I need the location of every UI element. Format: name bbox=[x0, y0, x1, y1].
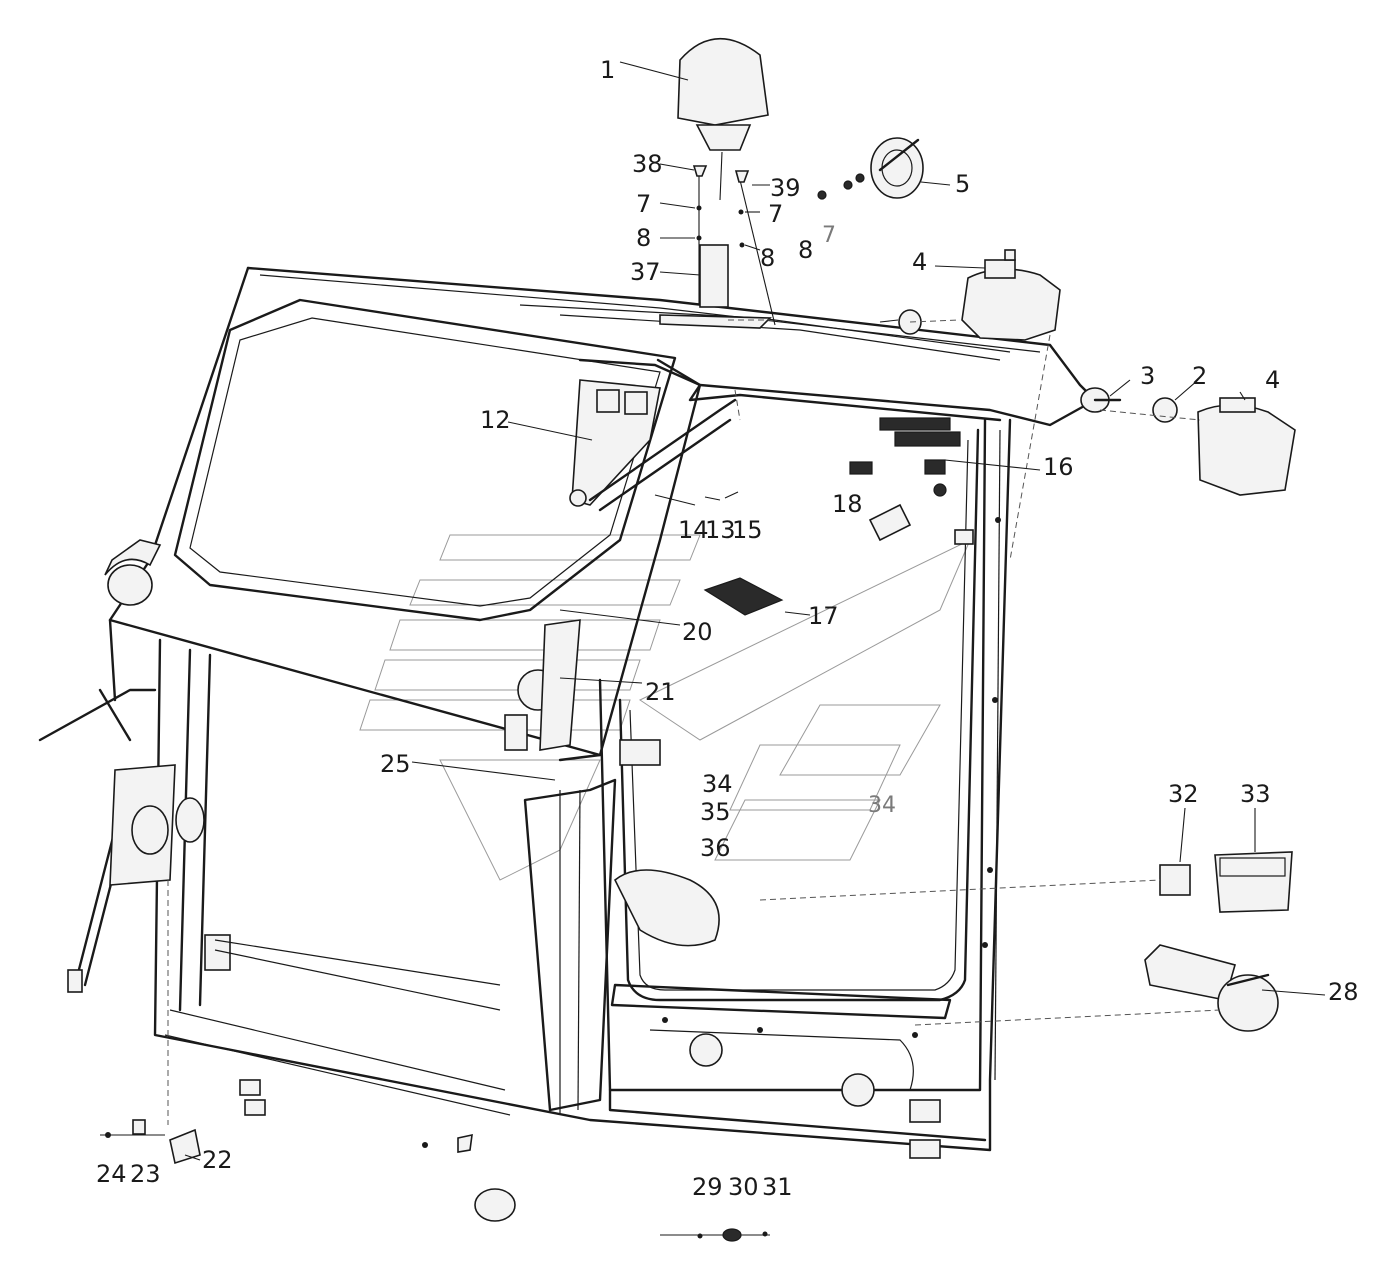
left-door-assembly bbox=[38, 688, 501, 1116]
label-13: 13 bbox=[705, 516, 736, 544]
label-1: 1 bbox=[600, 56, 615, 84]
label-34b: 34 bbox=[868, 793, 896, 818]
front-window-frame bbox=[104, 266, 702, 762]
exploded-top-parts bbox=[659, 37, 1296, 561]
label-8a: 8 bbox=[636, 224, 651, 252]
right-side-parts bbox=[759, 851, 1293, 1032]
label-29: 29 bbox=[692, 1173, 723, 1201]
part-labels: 1 2 3 4 4 5 7 7 7 8 8 8 12 13 14 15 16 1… bbox=[96, 56, 1359, 1201]
label-28: 28 bbox=[1328, 978, 1359, 1006]
label-16: 16 bbox=[1043, 453, 1074, 481]
leader-lines bbox=[184, 61, 1326, 1161]
interior-parts bbox=[569, 379, 974, 616]
label-35a: 35 bbox=[700, 798, 731, 826]
label-15: 15 bbox=[732, 516, 763, 544]
label-21: 21 bbox=[645, 678, 676, 706]
label-2: 2 bbox=[1192, 362, 1207, 390]
label-3: 3 bbox=[1140, 362, 1155, 390]
label-34a: 34 bbox=[702, 770, 733, 798]
label-14: 14 bbox=[678, 516, 709, 544]
label-8c: 8 bbox=[798, 236, 813, 264]
label-39: 39 bbox=[770, 174, 801, 202]
label-8b: 8 bbox=[760, 244, 775, 272]
label-23: 23 bbox=[130, 1160, 161, 1188]
label-33: 33 bbox=[1240, 780, 1271, 808]
label-36: 36 bbox=[700, 834, 731, 862]
label-30: 30 bbox=[728, 1173, 759, 1201]
label-5: 5 bbox=[955, 170, 970, 198]
label-7a: 7 bbox=[636, 190, 651, 218]
label-20: 20 bbox=[682, 618, 713, 646]
label-4a: 4 bbox=[912, 248, 927, 276]
label-24: 24 bbox=[96, 1160, 127, 1188]
label-37: 37 bbox=[630, 258, 661, 286]
label-4b: 4 bbox=[1265, 366, 1280, 394]
label-7b: 7 bbox=[768, 200, 783, 228]
bottom-parts bbox=[100, 880, 770, 1242]
label-12: 12 bbox=[480, 406, 511, 434]
watermark-arrows bbox=[359, 534, 971, 881]
label-25: 25 bbox=[380, 750, 411, 778]
label-7c: 7 bbox=[822, 223, 836, 248]
label-18: 18 bbox=[832, 490, 863, 518]
label-38: 38 bbox=[632, 150, 663, 178]
label-31: 31 bbox=[762, 1173, 793, 1201]
cab-body bbox=[153, 418, 1012, 1159]
label-32: 32 bbox=[1168, 780, 1199, 808]
label-22: 22 bbox=[202, 1146, 233, 1174]
label-17: 17 bbox=[808, 602, 839, 630]
